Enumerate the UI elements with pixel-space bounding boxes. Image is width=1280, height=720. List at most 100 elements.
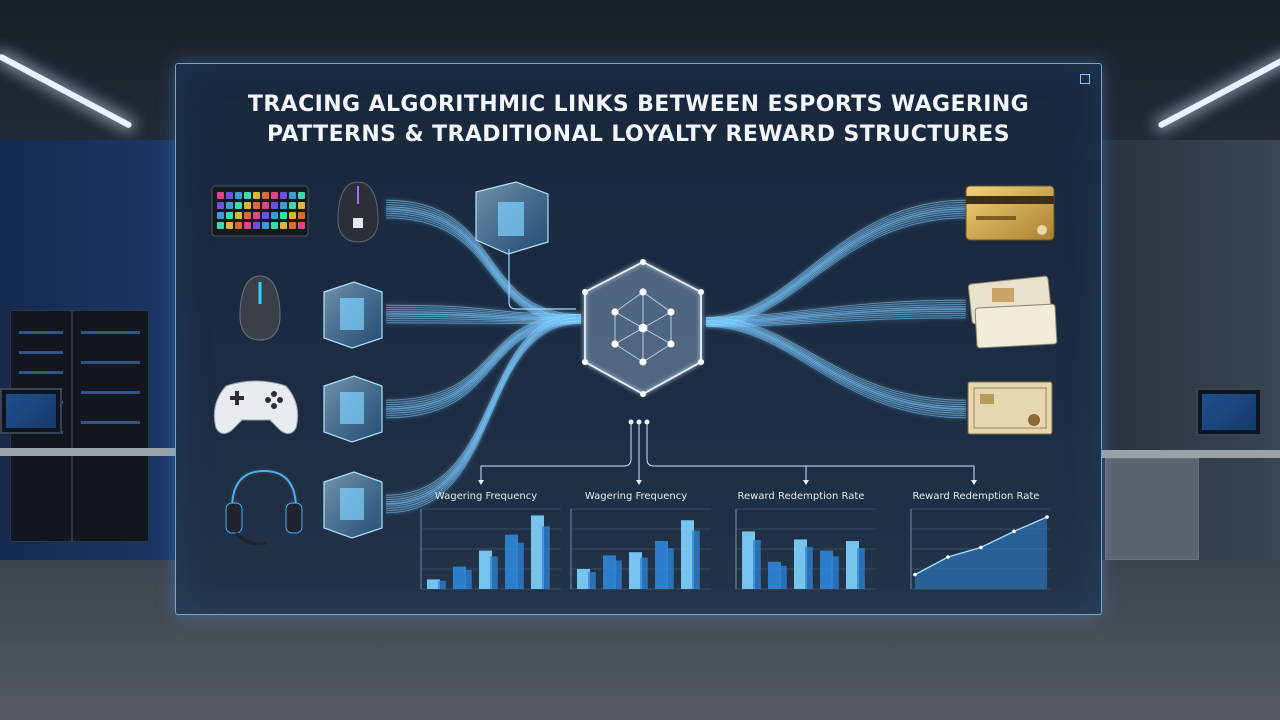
data-stream-line xyxy=(705,320,967,408)
keyboard-key xyxy=(235,222,242,229)
chart-bar xyxy=(742,531,755,589)
chart-bar xyxy=(655,541,668,589)
data-stream-line xyxy=(385,320,582,414)
chart-bar xyxy=(779,565,787,589)
data-stream-line xyxy=(385,316,582,500)
keyboard-key xyxy=(271,202,278,209)
chart-bar xyxy=(542,526,550,589)
data-stream-line xyxy=(385,204,582,318)
chart-point xyxy=(1045,515,1049,519)
chart-bar xyxy=(768,561,781,589)
data-stream-line xyxy=(385,315,582,403)
chart-bar xyxy=(794,539,807,589)
data-stream-line xyxy=(385,318,582,410)
keyboard-key xyxy=(244,212,251,219)
keyboard-key xyxy=(262,202,269,209)
left-data-streams xyxy=(385,199,582,514)
keyboard-key xyxy=(226,222,233,229)
data-stream-line xyxy=(705,319,967,405)
chart-area xyxy=(915,517,1047,589)
chart-3: Reward Redemption Rate xyxy=(735,491,876,590)
keyboard-key xyxy=(262,222,269,229)
keyboard-key xyxy=(244,222,251,229)
data-stream-line xyxy=(385,320,582,509)
keyboard-key xyxy=(253,222,260,229)
title-line-2: PATTERNS & TRADITIONAL LOYALTY REWARD ST… xyxy=(267,122,1010,147)
keyboard-key xyxy=(298,192,305,199)
server-rack xyxy=(72,310,149,542)
data-stream-line xyxy=(385,316,582,405)
expand-icon[interactable] xyxy=(1080,74,1090,84)
data-stream-line xyxy=(385,323,582,514)
chart-bar xyxy=(857,548,865,589)
keyboard-key xyxy=(262,192,269,199)
keyboard-key xyxy=(289,222,296,229)
chart-title: Reward Redemption Rate xyxy=(913,491,1040,502)
chart-bar xyxy=(588,572,596,589)
title-line-1: TRACING ALGORITHMIC LINKS BETWEEN ESPORT… xyxy=(247,92,1030,117)
right-data-streams xyxy=(705,199,967,419)
monitor xyxy=(0,388,62,434)
data-stream-line xyxy=(385,307,582,317)
data-stream-line xyxy=(705,206,967,322)
chart-point xyxy=(946,555,950,559)
keyboard-key xyxy=(271,222,278,229)
keyboard-key xyxy=(289,192,296,199)
page-title: TRACING ALGORITHMIC LINKS BETWEEN ESPORT… xyxy=(176,90,1101,150)
keyboard-key xyxy=(253,212,260,219)
data-stream-line xyxy=(385,321,582,511)
keyboard-key xyxy=(298,212,305,219)
data-stream-line xyxy=(705,299,967,318)
chart-bar xyxy=(516,542,524,589)
chart-point xyxy=(1012,529,1016,534)
chart-point xyxy=(913,572,917,577)
chart-bar xyxy=(479,550,492,589)
keyboard-key xyxy=(235,202,242,209)
data-stream-line xyxy=(385,317,582,408)
keyboard-key xyxy=(289,212,296,219)
chart-bar xyxy=(453,566,466,589)
data-stream-line xyxy=(385,315,582,321)
reward-tickets-icon xyxy=(967,275,1058,349)
data-cube-top xyxy=(475,181,549,255)
headset-icon xyxy=(225,467,303,546)
data-stream-line xyxy=(705,326,967,419)
keyboard-key xyxy=(235,192,242,199)
keyboard-key xyxy=(253,202,260,209)
data-stream-line xyxy=(385,317,582,503)
keyboard-key xyxy=(244,192,251,199)
data-stream-line xyxy=(385,309,582,318)
chart-bar xyxy=(464,569,472,589)
keyboard-icon xyxy=(211,185,309,237)
desk xyxy=(1102,450,1280,458)
keyboard-key xyxy=(271,192,278,199)
data-stream-line xyxy=(385,311,582,319)
data-stream-line xyxy=(385,319,582,507)
data-stream-line xyxy=(385,318,582,505)
keyboard-key xyxy=(280,202,287,209)
chart-title: Wagering Frequency xyxy=(585,491,687,502)
data-stream-line xyxy=(385,314,582,496)
data-stream-line xyxy=(705,323,967,414)
keyboard-key xyxy=(289,202,296,209)
keyboard-key xyxy=(280,212,287,219)
data-stream-line xyxy=(705,324,967,416)
data-stream-line xyxy=(385,314,582,401)
chart-bar xyxy=(640,557,648,589)
chart-bar xyxy=(427,579,440,589)
data-stream-line xyxy=(705,210,967,324)
connector-line xyxy=(508,249,576,310)
chart-bar xyxy=(490,556,498,589)
gaming-mouse-icon xyxy=(239,275,281,341)
desk xyxy=(0,448,175,456)
cabinet xyxy=(1105,458,1199,560)
keyboard-key xyxy=(217,212,224,219)
chart-bar xyxy=(666,548,674,589)
chart-title: Reward Redemption Rate xyxy=(738,491,865,502)
keyboard-key xyxy=(217,222,224,229)
chart-bar xyxy=(614,560,622,589)
data-stream-line xyxy=(705,321,967,410)
chart-bar xyxy=(505,534,518,589)
